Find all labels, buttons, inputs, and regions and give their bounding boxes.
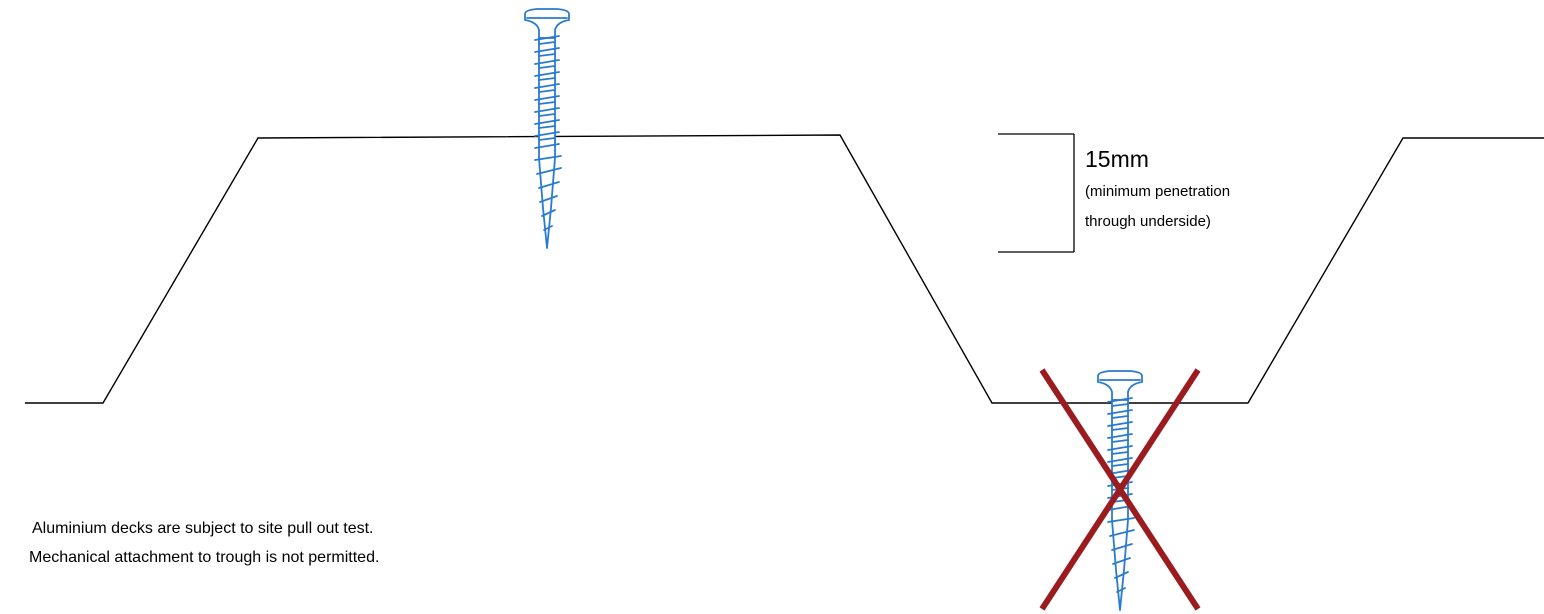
note-trough-attachment: Mechanical attachment to trough is not p… bbox=[29, 549, 379, 566]
screw-icon bbox=[524, 8, 570, 249]
dimension-note-line1: (minimum penetration bbox=[1085, 183, 1230, 200]
penetration-dimension: 15mm (minimum penetration through unders… bbox=[998, 133, 1230, 253]
deck-profile-line bbox=[25, 134, 1544, 404]
dimension-value: 15mm bbox=[1085, 146, 1149, 172]
cross-icon bbox=[1039, 368, 1201, 611]
dimension-note-line2: through underside) bbox=[1085, 213, 1211, 230]
note-pull-out-test: Aluminium decks are subject to site pull… bbox=[32, 520, 374, 537]
